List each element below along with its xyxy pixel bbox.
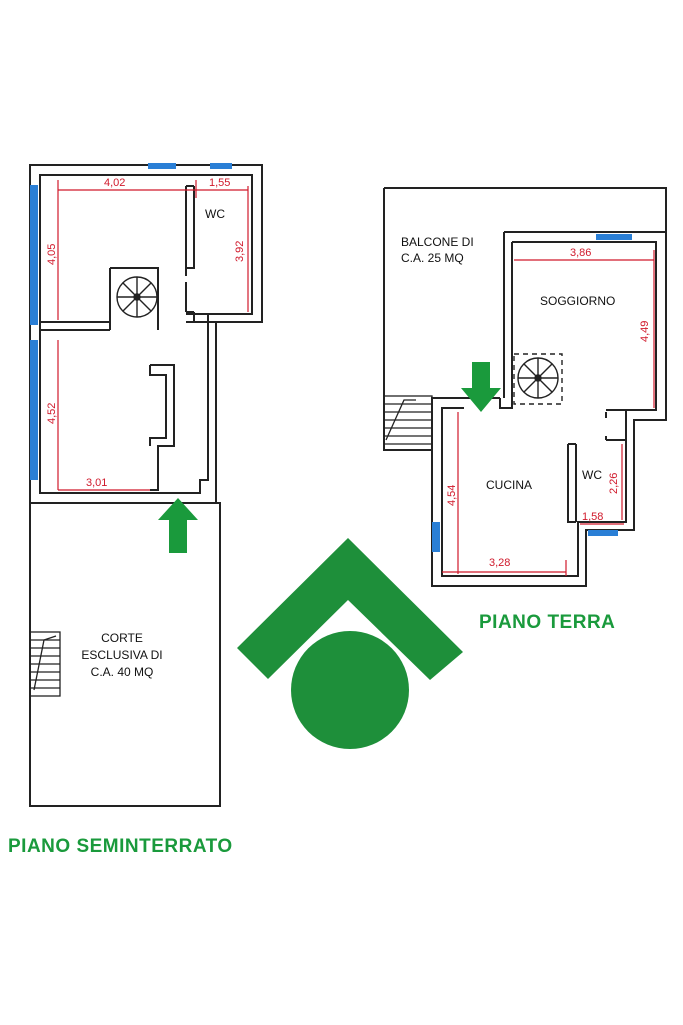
dim-wc-height: 2,26	[608, 473, 620, 494]
window	[30, 340, 38, 480]
room-label-corte-2: ESCLUSIVA DI	[81, 648, 162, 662]
dim-basement-wc-width: 1,55	[209, 177, 230, 189]
basement-dimension-lines	[57, 180, 249, 491]
dim-basement-lower-height: 4,52	[46, 403, 58, 424]
logo-circle	[291, 631, 409, 749]
room-label-ground-wc: WC	[582, 468, 602, 482]
room-label-balcone-2: C.A. 25 MQ	[401, 251, 464, 265]
ground-dimension-lines	[442, 250, 655, 576]
kitchen-wc-partition	[567, 443, 577, 523]
staircase-icon	[383, 395, 433, 451]
dim-soggiorno-height: 4,49	[639, 321, 651, 342]
dim-basement-wc-height: 3,92	[234, 241, 246, 262]
room-label-soggiorno: SOGGIORNO	[540, 294, 615, 308]
basement-inner-wall	[39, 174, 253, 494]
window	[432, 522, 440, 552]
window	[148, 163, 176, 169]
room-label-corte-3: C.A. 40 MQ	[91, 665, 154, 679]
dim-cucina-width: 3,28	[489, 557, 510, 569]
basement-windows	[30, 163, 232, 480]
wc-partition	[185, 185, 195, 322]
basement-plan	[29, 164, 263, 807]
basement-outer-wall	[29, 164, 263, 807]
agency-logo	[237, 538, 463, 749]
spiral-staircase-icon	[116, 276, 158, 318]
window	[30, 185, 38, 325]
basement-partition	[40, 321, 111, 331]
arrow-down-icon	[461, 362, 501, 412]
staircase-icon	[29, 631, 61, 697]
floor-title-basement: PIANO SEMINTERRATO	[8, 836, 233, 857]
window	[210, 163, 232, 169]
window	[588, 530, 618, 536]
room-label-cucina: CUCINA	[486, 478, 532, 492]
ground-windows	[432, 234, 632, 552]
room-label-basement-wc: WC	[205, 207, 225, 221]
dim-basement-lower-width: 3,01	[86, 477, 107, 489]
dim-soggiorno-width: 3,86	[570, 247, 591, 259]
dim-wc-width: 1,58	[582, 511, 603, 523]
dim-cucina-height: 4,54	[446, 485, 458, 506]
arrow-up-icon	[158, 498, 198, 553]
spiral-staircase-icon	[513, 353, 563, 405]
window	[596, 234, 632, 240]
dim-basement-top-width: 4,02	[104, 177, 125, 189]
room-label-balcone-1: BALCONE DI	[401, 235, 474, 249]
ground-inner-wall	[441, 241, 657, 577]
logo-roof	[237, 538, 463, 680]
room-label-corte-1: CORTE	[101, 631, 143, 645]
floor-title-ground: PIANO TERRA	[479, 612, 615, 633]
basement-closet	[149, 364, 175, 491]
dim-basement-upper-height: 4,05	[46, 244, 58, 265]
